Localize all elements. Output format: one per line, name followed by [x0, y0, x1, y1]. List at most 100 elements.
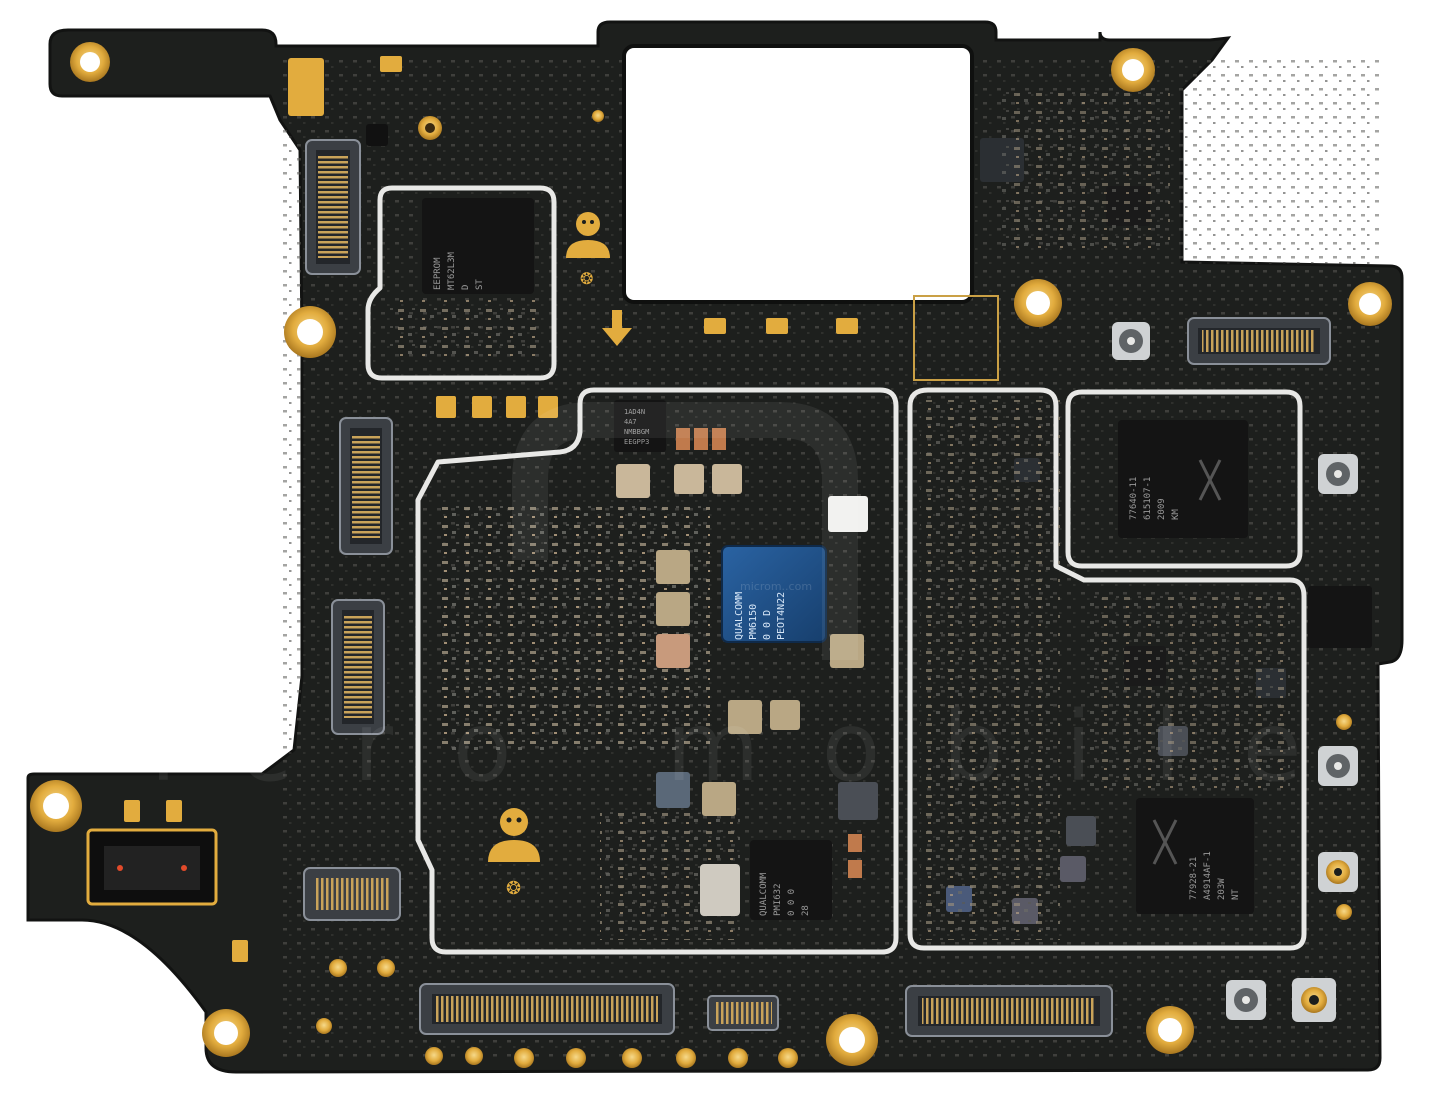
capacitor: [472, 396, 492, 418]
svg-text:❂: ❂: [580, 269, 593, 288]
white-module: [828, 496, 868, 532]
resistor-array: [712, 428, 726, 450]
capacitor: [436, 396, 456, 418]
test-pad: [1336, 714, 1352, 730]
resistor-array: [848, 860, 862, 878]
rf-coax-connector: [1318, 454, 1358, 494]
capacitor: [704, 318, 726, 334]
chip-marking: EEGPP3: [624, 438, 649, 446]
capacitor: [166, 800, 182, 822]
shield-frame-rf: [1065, 389, 1303, 569]
chip-marking: NMBBGM: [624, 428, 649, 436]
inductor: [656, 592, 690, 626]
small-ic: [1060, 856, 1086, 882]
chip-marking: 203W: [1217, 878, 1227, 900]
test-pad: [676, 1048, 696, 1068]
capacitor: [124, 800, 140, 822]
chip-marking: D: [461, 285, 471, 290]
connector-left-mid-1: [339, 417, 393, 555]
chip-marking: NT: [1231, 889, 1241, 900]
capacitor: [232, 940, 248, 962]
connector-bottom-left: [419, 983, 675, 1035]
chip-marking: 0 0 0: [787, 889, 797, 916]
chip-marking: QUALCOMM: [759, 872, 769, 916]
test-pad: [425, 1047, 443, 1065]
smd-field: [390, 300, 540, 360]
chip-marking: 4A7: [624, 418, 637, 426]
chip-marking: PEOT4N22: [776, 592, 787, 640]
chip-marking: EEPROM: [433, 257, 443, 290]
test-pads: [316, 110, 1352, 1068]
chip-marking: KM: [1171, 509, 1181, 520]
inductor: [674, 464, 704, 494]
rf-coax-connector: [1318, 852, 1358, 892]
inductor: [700, 864, 740, 916]
chip-marking: 615107-1: [1143, 477, 1153, 520]
crystal-oscillator: [288, 58, 324, 116]
test-pad: [329, 959, 347, 977]
capacitor: [506, 396, 526, 418]
capacitor: [380, 56, 402, 72]
test-pad: [592, 110, 604, 122]
test-pad: [778, 1048, 798, 1068]
inductor: [616, 464, 650, 498]
chip-marking: PMI632: [773, 883, 783, 916]
rf-frontend-chip-top: 77640-11 615107-1 2009 KM: [1118, 420, 1248, 538]
resistor-array: [694, 428, 708, 450]
small-ic: [1066, 816, 1096, 846]
connector-bottom-right: [905, 985, 1113, 1037]
inductor: [728, 700, 762, 734]
connectors: [86, 139, 1331, 1037]
top-cutout: [622, 44, 974, 304]
qualcomm-pmic-chip: QUALCOMM PM6150 0 0 D PEOT4N22: [721, 545, 827, 643]
capacitor: [766, 318, 788, 334]
watermark-logo: [512, 402, 858, 660]
battery-connector: [86, 828, 218, 906]
test-pad: [377, 959, 395, 977]
shield-frame-center: [415, 387, 899, 955]
test-pad: [728, 1048, 748, 1068]
passive-components: [124, 56, 1290, 962]
inductor: [702, 782, 736, 816]
chip-marking: 77928-21: [1189, 857, 1199, 900]
rf-frontend-chip-bottom: 77928-21 A4914AF-1 203W NT: [1136, 798, 1254, 914]
inductor: [712, 464, 742, 494]
chip-marking: A4914AF-1: [1203, 851, 1213, 900]
resistor-array: [676, 428, 690, 450]
connector-bottom-small: [707, 995, 779, 1031]
inductor: [656, 550, 690, 584]
inductor: [770, 700, 800, 730]
watermark-text: icro mobile: [150, 691, 1364, 803]
inductor: [656, 634, 690, 668]
chip-marking: 1AD4N: [624, 408, 645, 416]
rf-coax-connector: [1318, 746, 1358, 786]
small-marked-chip: 1AD4N 4A7 NMBBGM EEGPP3: [614, 400, 666, 452]
smd-field: [920, 400, 1060, 940]
resistor-array: [848, 834, 862, 852]
test-pad: [1336, 904, 1352, 920]
test-pad: [316, 1018, 332, 1034]
chip-marking: 0 0 D: [762, 610, 773, 640]
watermark-site: microm..com: [740, 580, 812, 593]
capacitor: [538, 396, 558, 418]
small-ic: [1308, 586, 1372, 648]
test-pad: [465, 1047, 483, 1065]
chip-marking: PM6150: [748, 604, 759, 640]
chip-marking: MT62L3M: [447, 251, 457, 290]
smd-field: [1090, 590, 1290, 790]
chip-marking: ST: [475, 279, 485, 290]
mounting-holes: [30, 42, 1392, 1066]
small-ic: [366, 124, 388, 146]
rf-coax-connector: [1226, 980, 1266, 1020]
chip-marking: 77640-11: [1129, 477, 1139, 520]
shield-frame-top-left: [365, 185, 557, 381]
test-pad: [622, 1048, 642, 1068]
qualcomm-label: QUALCOMM: [734, 592, 745, 640]
cutout-gold-edge: [913, 295, 999, 381]
test-pad: [514, 1048, 534, 1068]
hazard-icon-bottom: ❂: [488, 808, 540, 899]
svg-text:❂: ❂: [506, 878, 521, 899]
hazard-icon-top: ❂: [566, 212, 610, 288]
small-ic: [838, 782, 878, 820]
